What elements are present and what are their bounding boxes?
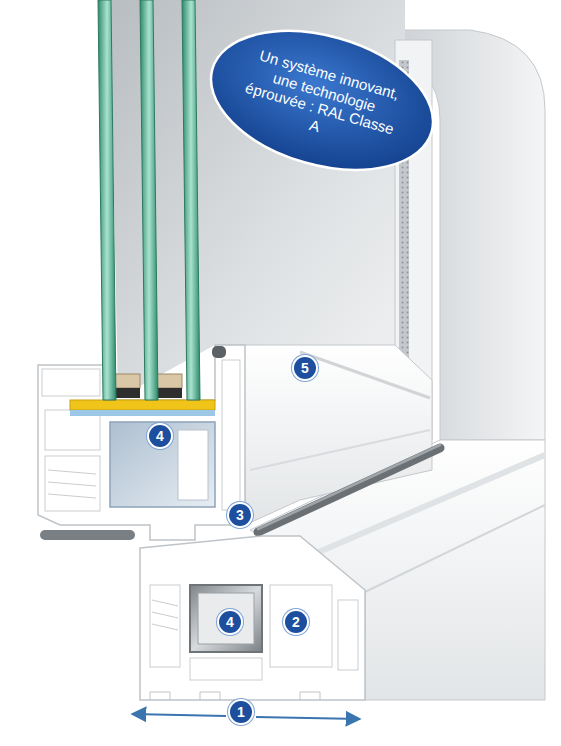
callout-marker: 4 (219, 611, 241, 633)
spacer (156, 374, 182, 388)
frame-chamber (150, 585, 180, 667)
sash-chamber (45, 456, 100, 511)
callout-number: 4 (156, 428, 164, 444)
sash-gasket (40, 530, 135, 540)
callout-marker: 5 (294, 357, 316, 379)
glass-pane (140, 0, 158, 400)
frame-rib (152, 600, 178, 630)
glass-pane (182, 0, 200, 400)
callout-marker: 2 (285, 611, 307, 633)
setting-block (70, 400, 215, 410)
callout-number: 5 (301, 360, 309, 376)
glass-pane (98, 0, 116, 400)
callout-marker: 3 (229, 504, 251, 526)
dimension-arrow (132, 714, 226, 716)
callout-number: 4 (226, 614, 234, 630)
gasket-highlight (258, 445, 440, 529)
frame-chamber (190, 658, 262, 680)
frame-chamber (270, 585, 332, 667)
frame-section (140, 536, 365, 700)
frame-chamber (338, 600, 358, 670)
glazing-gasket (212, 346, 226, 358)
sash-rib (48, 470, 96, 498)
sash-chamber (178, 430, 208, 500)
spacer (114, 374, 140, 388)
ellipse-fill (195, 7, 450, 194)
frame-feet (150, 692, 320, 700)
glazing-strip (70, 410, 215, 416)
callout-marker: 1 (230, 701, 252, 723)
callout-number: 1 (237, 704, 245, 720)
callout-marker: 4 (149, 425, 171, 447)
sash-chamber (222, 360, 240, 510)
steel-reinforcement (190, 585, 262, 652)
sash-section (38, 345, 245, 540)
sealant (114, 388, 140, 398)
badge-ellipse: Un système innovant, une technologie épr… (192, 4, 452, 196)
callout-number: 2 (292, 614, 300, 630)
steel-inner (198, 593, 254, 644)
sash-bevel (300, 352, 430, 398)
callout-number: 3 (236, 507, 244, 523)
dimension-arrow (256, 717, 360, 719)
sash-reinforcement (110, 422, 215, 507)
gasket (258, 448, 440, 532)
glazing-bead (42, 369, 100, 396)
sealant (156, 388, 182, 398)
